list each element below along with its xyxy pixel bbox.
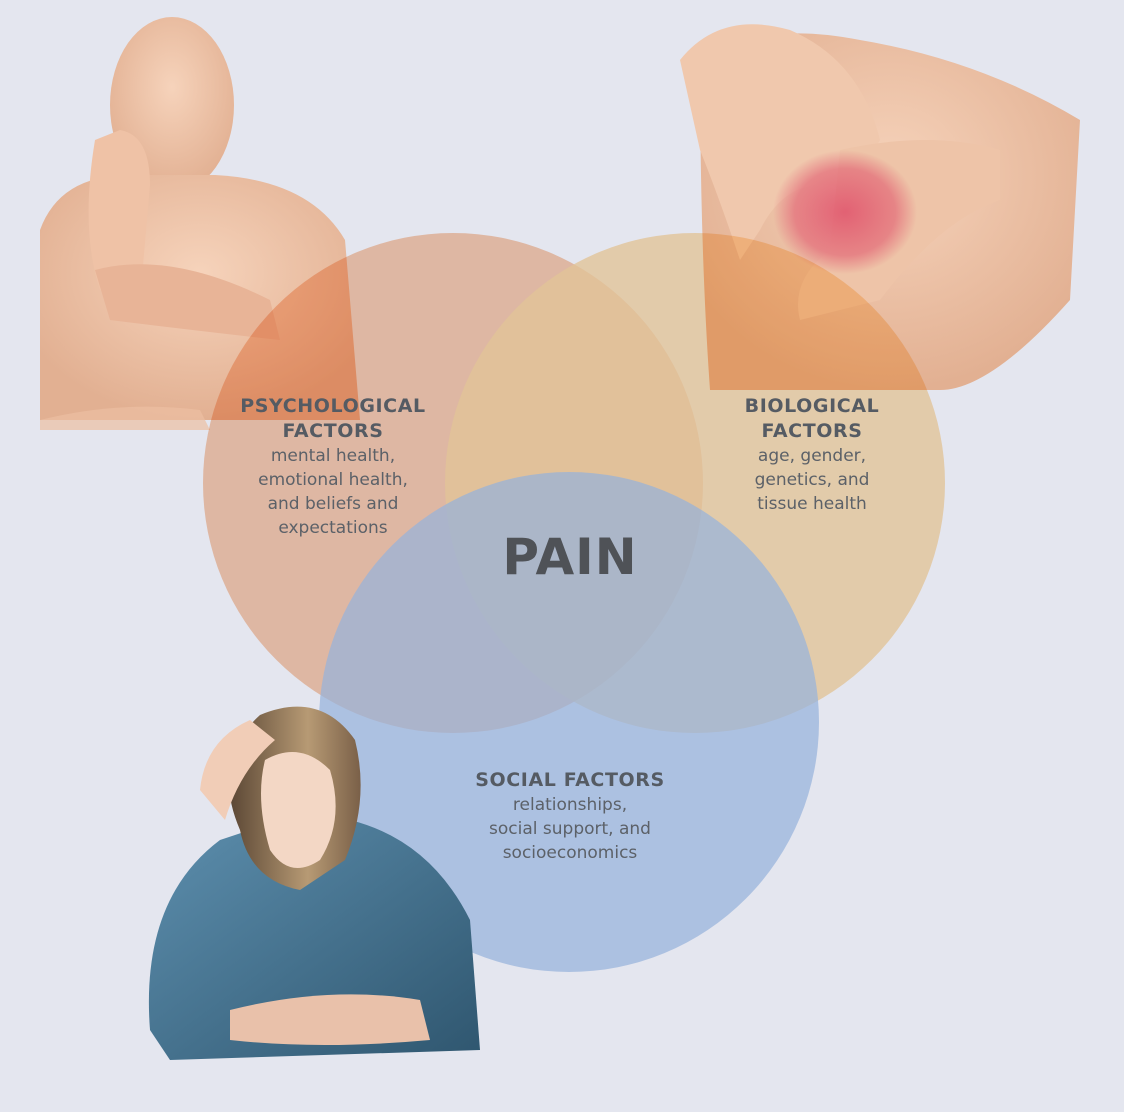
- biological-desc-3: tissue health: [757, 494, 867, 514]
- social-title: SOCIAL FACTORS: [475, 769, 665, 791]
- psychological-desc-4: expectations: [278, 518, 388, 538]
- biological-desc-1: age, gender,: [757, 446, 867, 466]
- biological-title-2: FACTORS: [761, 420, 863, 442]
- social-label: SOCIAL FACTORS relationships, social sup…: [440, 768, 700, 865]
- biological-label: BIOLOGICAL FACTORS age, gender, genetics…: [702, 394, 922, 516]
- social-desc-2: social support, and: [489, 819, 651, 839]
- social-desc-1: relationships,: [512, 795, 628, 815]
- psychological-label: PSYCHOLOGICAL FACTORS mental health, emo…: [213, 394, 453, 540]
- biological-title-1: BIOLOGICAL: [744, 395, 880, 417]
- venn-circles: [203, 233, 945, 972]
- psychological-title-2: FACTORS: [282, 420, 384, 442]
- woman-holding-head-illustration: [148, 706, 480, 1060]
- social-desc-3: socioeconomics: [502, 843, 638, 863]
- psychological-desc-2: emotional health,: [258, 470, 408, 490]
- psychological-desc-1: mental health,: [270, 446, 396, 466]
- biological-desc-2: genetics, and: [754, 470, 870, 490]
- social-circle: [319, 472, 819, 972]
- psychological-title-1: PSYCHOLOGICAL: [240, 395, 426, 417]
- pain-center-label: PAIN: [502, 528, 638, 586]
- psychological-desc-3: and beliefs and: [267, 494, 399, 514]
- pain-spot: [773, 150, 917, 274]
